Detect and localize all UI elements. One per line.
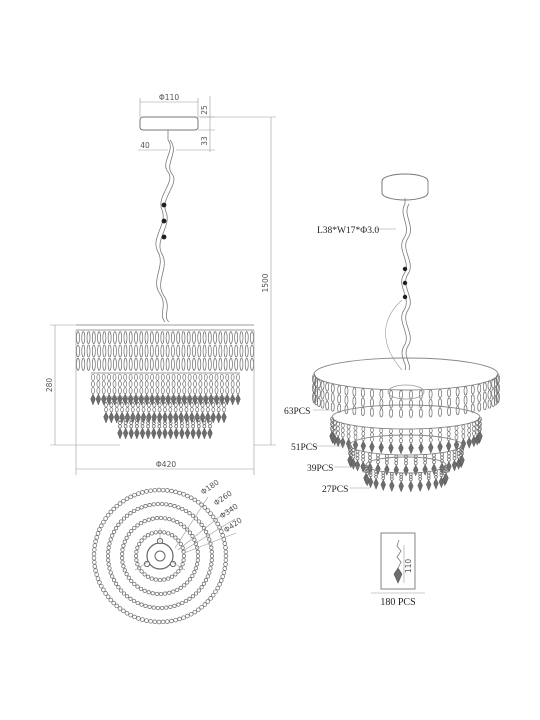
body-height-label: 280 bbox=[45, 378, 54, 393]
crystal-strand-detail: 110 180 PCS bbox=[371, 532, 425, 608]
top-view: Φ180 Φ260 Φ340 Φ420 bbox=[91, 478, 244, 625]
canopy bbox=[139, 116, 199, 131]
body-diameter-label: Φ420 bbox=[156, 460, 176, 469]
hook-offset-label: 40 bbox=[140, 141, 150, 150]
tier-4-count: 27PCS bbox=[322, 485, 348, 495]
perspective-tier-4 bbox=[363, 464, 449, 493]
top-view-leaders bbox=[174, 496, 237, 554]
crystal-spec-callout: L38*W17*Φ3.0 bbox=[317, 226, 396, 236]
front-tier-4 bbox=[117, 417, 213, 440]
body-height-dimension: 280 bbox=[45, 324, 120, 446]
detail-strand bbox=[393, 539, 403, 584]
front-crystal-body bbox=[76, 324, 254, 440]
strand-length-label: 110 bbox=[404, 559, 413, 574]
tier-2-count: 51PCS bbox=[291, 443, 317, 453]
perspective-view: L38*W17*Φ3.0 63PCS bbox=[284, 173, 500, 495]
top-view-arms bbox=[134, 528, 186, 571]
perspective-chain-beads bbox=[402, 266, 408, 300]
perspective-tier-1 bbox=[312, 374, 500, 418]
canopy-diameter-label: Φ110 bbox=[159, 93, 179, 102]
perspective-chain bbox=[385, 203, 411, 371]
overall-height-dimension: 1500 bbox=[200, 116, 276, 446]
front-tier-3 bbox=[103, 397, 227, 424]
front-view: Φ110 25 33 40 bbox=[45, 93, 276, 475]
strand-count-label: 180 PCS bbox=[380, 597, 415, 608]
overall-height-label: 1500 bbox=[261, 273, 270, 292]
body-diameter-dimension: Φ420 bbox=[75, 330, 255, 475]
top-view-crystal-rings bbox=[91, 487, 229, 625]
tier-callouts: 63PCS 51PCS 39PCS 27PCS bbox=[284, 407, 370, 495]
canopy-diameter-dimension: Φ110 bbox=[139, 93, 199, 117]
top-diameter-label-1: Φ180 bbox=[199, 478, 221, 497]
hook-height-label: 33 bbox=[200, 136, 209, 146]
front-tier-1 bbox=[76, 331, 254, 371]
canopy-height-label: 25 bbox=[200, 105, 209, 115]
tier-1-count: 63PCS bbox=[284, 407, 310, 417]
tier-3-count: 39PCS bbox=[307, 464, 333, 474]
perspective-crystal-body bbox=[312, 357, 500, 493]
crystal-spec-label: L38*W17*Φ3.0 bbox=[317, 226, 379, 236]
perspective-tier-3 bbox=[347, 444, 465, 477]
perspective-canopy bbox=[381, 173, 429, 204]
canopy-height-dimension: 25 33 bbox=[198, 96, 215, 152]
chain-beads bbox=[161, 202, 167, 240]
hanging-chain bbox=[155, 139, 175, 323]
perspective-tier-2 bbox=[329, 416, 483, 455]
